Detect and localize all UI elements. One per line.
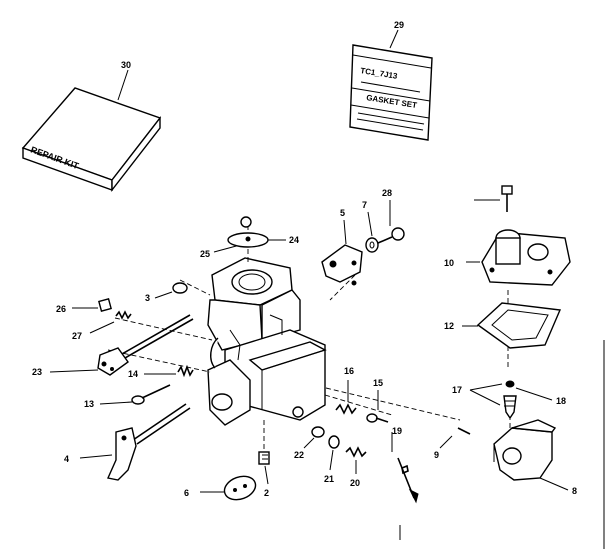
part-20-spring: 20	[345, 446, 367, 488]
callout-7: 7	[362, 200, 367, 210]
part-21-washer: 21	[324, 435, 340, 484]
callout-20: 20	[350, 478, 360, 488]
part-26-cap: 26	[56, 298, 112, 314]
part-22-washer: 22	[294, 426, 325, 460]
callout-6: 6	[184, 488, 189, 498]
callout-29: 29	[394, 20, 404, 30]
part-25-screw: 25	[200, 216, 252, 259]
callout-25: 25	[200, 249, 210, 259]
callout-22: 22	[294, 450, 304, 460]
repair-kit-box: REPAIR KIT 30	[21, 60, 162, 193]
callout-16: 16	[344, 366, 354, 376]
callout-27: 27	[72, 331, 82, 341]
part-28-screw: 28	[377, 188, 405, 244]
part-10-cover: 10	[444, 229, 571, 286]
callout-30: 30	[121, 60, 131, 70]
callout-8: 8	[572, 486, 577, 496]
part-9-pin: 9	[434, 427, 471, 460]
callout-12: 12	[444, 321, 454, 331]
part-12-gasket: 12	[444, 302, 562, 349]
callout-10: 10	[444, 258, 454, 268]
callout-13: 13	[84, 399, 94, 409]
callout-2: 2	[264, 488, 269, 498]
callout-23: 23	[32, 367, 42, 377]
callout-26: 26	[56, 304, 66, 314]
part-13-screw: 13	[84, 384, 171, 409]
callout-18: 18	[556, 396, 566, 406]
part-27-spring: 27	[72, 310, 132, 341]
callout-21: 21	[324, 474, 334, 484]
callout-4: 4	[64, 454, 69, 464]
callout-19: 19	[392, 426, 402, 436]
callout-9: 9	[434, 450, 439, 460]
part-5-lever: 5	[321, 208, 363, 286]
part-31-screw	[474, 185, 513, 212]
part-24-disc: 24	[227, 232, 299, 248]
part-7-washer: 7	[362, 200, 379, 253]
part-2-screw: 2	[258, 451, 270, 498]
part-19-needle: 19	[391, 426, 419, 504]
callout-28: 28	[382, 188, 392, 198]
part-16-spring: 16	[335, 366, 357, 415]
part-23-shaft: 23	[32, 314, 194, 377]
part-6-plate: 6	[184, 475, 257, 501]
gasket-set-card: TC1_7J13 GASKET SET 29	[349, 20, 433, 141]
callout-24: 24	[289, 235, 299, 245]
callout-14: 14	[128, 369, 138, 379]
callout-5: 5	[340, 208, 345, 218]
callout-3: 3	[145, 293, 150, 303]
part-15-pin: 15	[366, 378, 389, 423]
carburetor-body	[207, 257, 327, 426]
part-8-float: 8	[493, 419, 577, 496]
part-14-spring: 14	[128, 364, 194, 379]
part-18-ring: 18	[505, 380, 566, 406]
part-17-valve: 17	[452, 383, 517, 420]
callout-15: 15	[373, 378, 383, 388]
part-3-plug: 3	[145, 282, 188, 303]
callout-17: 17	[452, 385, 462, 395]
part-4-throttle-shaft: 4	[64, 403, 191, 481]
